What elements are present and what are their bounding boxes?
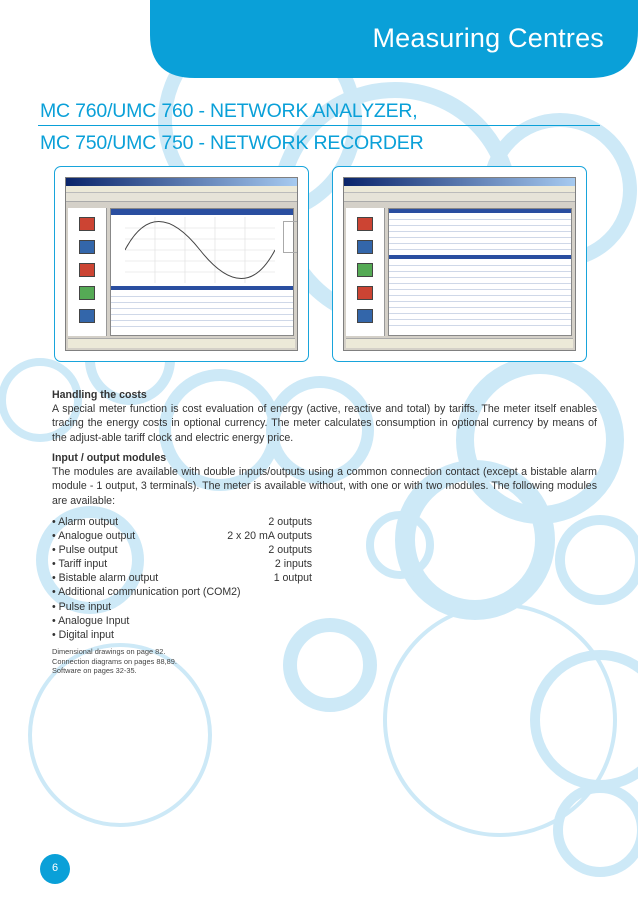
screenshot-icon — [357, 286, 373, 300]
screenshot-icon — [357, 309, 373, 323]
headline-line-1: MC 760/UMC 760 - NETWORK ANALYZER, — [40, 100, 418, 122]
page-number-badge: 6 — [40, 854, 70, 884]
page-title: Measuring Centres — [372, 23, 604, 53]
software-screenshot-analyzer — [54, 166, 309, 362]
screenshot-icon — [79, 309, 95, 323]
screenshot-icon — [79, 286, 95, 300]
waveform-graphic — [125, 217, 275, 283]
screenshot-sidebar — [346, 208, 385, 336]
section-heading-io: Input / output modules — [52, 452, 167, 464]
list-item: • Digital input — [52, 628, 115, 641]
reference-dimensional: Dimensional drawings on page 82. — [52, 647, 166, 656]
screenshot-icon — [79, 240, 95, 254]
screenshot-icon — [79, 217, 95, 231]
screenshot-window — [65, 177, 298, 351]
screenshot-sidebar — [68, 208, 107, 336]
screenshot-main-panel — [388, 208, 572, 336]
software-screenshot-recorder — [332, 166, 587, 362]
screenshot-icon — [357, 217, 373, 231]
page-number: 6 — [51, 862, 59, 874]
section-body-costs: A special meter function is cost evaluat… — [52, 403, 597, 444]
headline-divider — [38, 125, 600, 126]
section-body-io: The modules are available with double in… — [52, 466, 597, 507]
screenshot-icon — [357, 263, 373, 277]
screenshot-icon — [79, 263, 95, 277]
section-io: Input / output modules The modules are a… — [52, 451, 597, 508]
header-band — [0, 0, 638, 78]
screenshot-icon — [357, 240, 373, 254]
screenshot-main-panel — [110, 208, 297, 336]
reference-software: Software on pages 32-35. — [52, 666, 137, 676]
headline-line-2: MC 750/UMC 750 - NETWORK RECORDER — [40, 132, 424, 154]
page-references: Dimensional drawings on page 82. Connect… — [52, 647, 177, 676]
list-item: • Analogue Input — [52, 614, 130, 627]
list-item: • Pulse input — [52, 600, 112, 613]
section-costs: Handling the costs A special meter funct… — [52, 388, 597, 445]
reference-connection: Connection diagrams on pages 88,89. — [52, 656, 177, 666]
screenshot-window — [343, 177, 576, 351]
list-item: • Additional communication port (COM2) — [52, 586, 241, 599]
section-heading-costs: Handling the costs — [52, 389, 147, 401]
